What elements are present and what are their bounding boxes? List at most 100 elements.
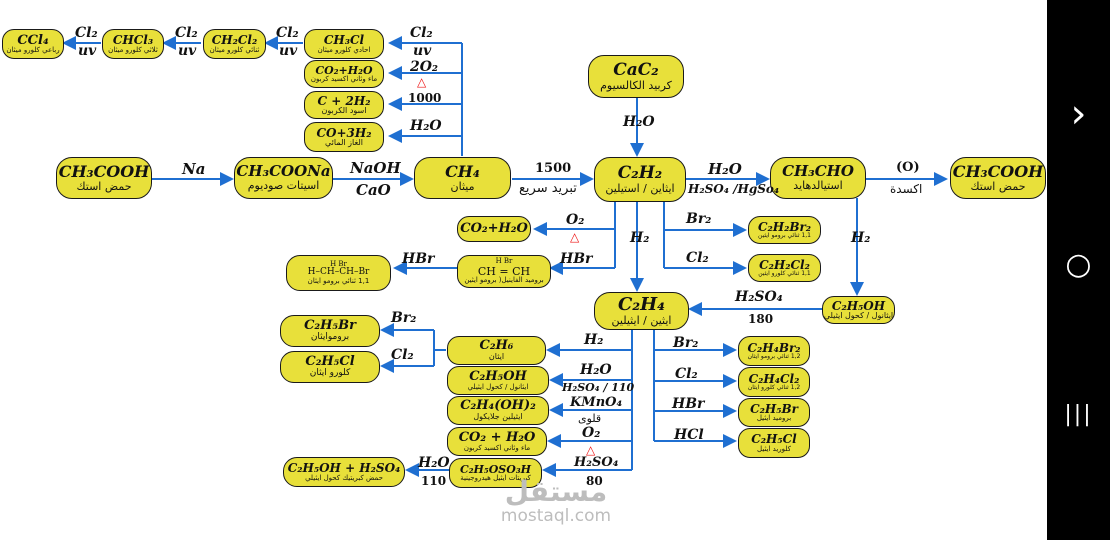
formula: H–CH–CH–Br: [307, 267, 370, 278]
label-h2so4-110: H₂SO₄ / 110: [562, 381, 635, 394]
label-cl2-a: Cl₂: [410, 25, 433, 41]
node-ccl4: CCl₄ رباعي كلورو ميثان: [2, 29, 64, 59]
formula: C₂H₅Cl: [305, 354, 355, 370]
formula: C₂H₂Br₂: [757, 219, 812, 234]
label-oxidant: (O): [896, 160, 920, 175]
node-ethene: C₂H₄ ايثين / ايثيلين: [594, 292, 689, 330]
node-ethyne: C₂H₂ ايثاين / استيلين: [594, 157, 686, 202]
compound-name: استيالدهايد: [793, 179, 843, 193]
compound-name: ايثاين / استيلين: [605, 181, 675, 195]
node-ethyl-bromide-right: C₂H₅Br بروميد ايثيل: [738, 398, 810, 427]
compound-name: حمض كبريتيك كحول ايثيلي: [305, 473, 383, 482]
system-nav-bar: › ○ |||: [1047, 0, 1110, 540]
formula: C₂H₅Br: [304, 318, 356, 334]
label-br2-left: Br₂: [391, 310, 417, 326]
label-naoh: NaOH: [350, 159, 401, 177]
label-1500: 1500: [535, 161, 572, 176]
compound-name: 1,2 ثنائي برومو ايثان: [747, 353, 801, 361]
label-cl2-c: Cl₂: [175, 25, 198, 41]
label-cl2-right: Cl₂: [675, 366, 698, 382]
label-h2o-carbide: H₂O: [623, 114, 655, 130]
structure-substituents: H Br: [495, 257, 513, 266]
heat-symbol: △: [586, 443, 596, 457]
formula: C₂H₄Cl₂: [748, 371, 800, 386]
formula: C₂H₅OH + H₂SO₄: [287, 461, 401, 476]
node-ethanol-sulfuric-acid: C₂H₅OH + H₂SO₄ حمض كبريتيك كحول ايثيلي: [283, 457, 405, 487]
label-cl2-b: Cl₂: [276, 25, 299, 41]
label-h2o-ethene: H₂O: [580, 362, 612, 378]
formula: C₂H₅OH: [469, 369, 527, 384]
node-acetaldehyde: CH₃CHO استيالدهايد: [770, 157, 866, 199]
label-hbr-right: HBr: [672, 396, 705, 412]
compound-name: اسود الكربون: [321, 106, 367, 116]
node-ethane: C₂H₆ ايثان: [447, 336, 546, 365]
compound-name: كربيد الكالسيوم: [600, 78, 672, 92]
compound-name: 1,1 ثنائي كلورو ايثين: [758, 270, 811, 278]
label-h2so4-hgso4: H₂SO₄ /HgSo₄: [688, 182, 780, 196]
label-h2so4-dehydration: H₂SO₄: [735, 289, 783, 305]
node-acetic-acid-left: CH₃COOH حمض استك: [56, 157, 152, 199]
node-c2h4br2: C₂H₄Br₂ 1,2 ثنائي برومو ايثان: [738, 336, 810, 366]
label-80: 80: [586, 474, 603, 488]
heat-symbol: △: [417, 75, 427, 89]
node-carbon-black: C + 2H₂ اسود الكربون: [304, 91, 384, 119]
node-vinyl-bromide: H Br CH = CH بروميد الفاينيل( برومو ايثي…: [457, 255, 551, 288]
formula: C₂H₂: [617, 162, 663, 183]
label-uv-c: uv: [178, 43, 197, 59]
label-cl2-ethyne: Cl₂: [686, 250, 709, 266]
home-circle-icon[interactable]: ○: [1065, 247, 1092, 282]
formula: CH₃COOH: [58, 161, 150, 181]
formula: C + 2H₂: [317, 93, 371, 108]
label-br2-ethyne: Br₂: [686, 211, 712, 227]
label-h2-ethene: H₂: [584, 332, 604, 348]
node-c2h2cl2: C₂H₂Cl₂ 1,1 ثنائي كلورو ايثين: [748, 254, 821, 282]
reaction-arrows: [62, 36, 948, 477]
compound-name: ميثان: [450, 179, 475, 193]
structure-substituents: H Br: [330, 259, 347, 268]
label-110: 110: [421, 474, 447, 488]
label-o2-ethyne: O₂: [566, 212, 585, 228]
node-ethanol-right: C₂H₅OH ايثانول / كحول ايثيلي: [822, 296, 895, 324]
forward-chevron-icon[interactable]: ›: [1070, 91, 1087, 137]
node-c2h2br2: C₂H₂Br₂ 1,1 ثنائي برومو ايثين: [748, 216, 821, 244]
label-br2-right: Br₂: [673, 335, 699, 351]
compound-name: ماء وثاني اكسيد كربون: [463, 443, 531, 452]
node-dibromoethane-11: H Br H–CH–CH–Br 1,1 ثنائي برومو ايثان: [286, 255, 391, 291]
node-ethylene-glycol: C₂H₄(OH)₂ ايثيلين جلايكول: [447, 396, 549, 425]
label-uv-a: uv: [413, 43, 432, 59]
label-uv-d: uv: [78, 43, 97, 59]
node-sodium-acetate: CH₃COONa اسيتات صوديوم: [234, 157, 333, 199]
formula: C₂H₆: [479, 338, 514, 354]
label-h2o-water-gas: H₂O: [410, 118, 442, 134]
compound-name: كبريتات ايثيل هيدروجينية: [460, 474, 531, 483]
node-ethyl-hydrogen-sulfate: C₂H₅OSO₃H كبريتات ايثيل هيدروجينية: [449, 458, 542, 488]
compound-name: بروموايثان: [310, 332, 350, 343]
heat-symbol: △: [570, 230, 580, 244]
compound-name: حمض استك: [76, 179, 132, 193]
node-ch3cl: CH₃Cl احادي كلورو ميثان: [304, 29, 384, 59]
label-h2so4-sulfation: H₂SO₄: [574, 455, 619, 470]
node-methane: CH₄ ميثان: [414, 157, 511, 199]
compound-name: اسيتات صوديوم: [247, 179, 320, 193]
compound-name: كلوريد ايثيل: [757, 444, 791, 453]
compound-name: كلورو ايثان: [309, 368, 351, 379]
recent-apps-icon[interactable]: |||: [1064, 402, 1093, 427]
label-h2-ethyne: H₂: [630, 230, 650, 246]
compound-name: 1,1 ثنائي برومو ايثين: [758, 232, 811, 240]
label-fast-cooling: تبريد سريع: [519, 181, 577, 196]
formula: CH₂Cl₂: [211, 33, 258, 48]
formula: CH₃CHO: [782, 162, 854, 181]
compound-name: ثنائي كلورو ميثان: [209, 45, 260, 54]
label-cl2-left: Cl₂: [391, 347, 414, 363]
formula: C₂H₅OH: [831, 298, 886, 313]
compound-name: ايثان: [488, 352, 505, 362]
label-cl2-d: Cl₂: [75, 25, 98, 41]
formula: CO₂+H₂O: [315, 63, 373, 77]
compound-name: بروميد الفاينيل( برومو ايثين: [464, 276, 544, 285]
node-ch2cl2: CH₂Cl₂ ثنائي كلورو ميثان: [203, 29, 266, 59]
formula: C₂H₄: [617, 293, 666, 315]
label-oxidation: اكسدة: [890, 182, 923, 196]
node-calcium-carbide: CaC₂ كربيد الكالسيوم: [588, 55, 684, 98]
formula: CHCl₃: [112, 33, 154, 48]
watermark-arabic: مستقل: [504, 475, 608, 508]
